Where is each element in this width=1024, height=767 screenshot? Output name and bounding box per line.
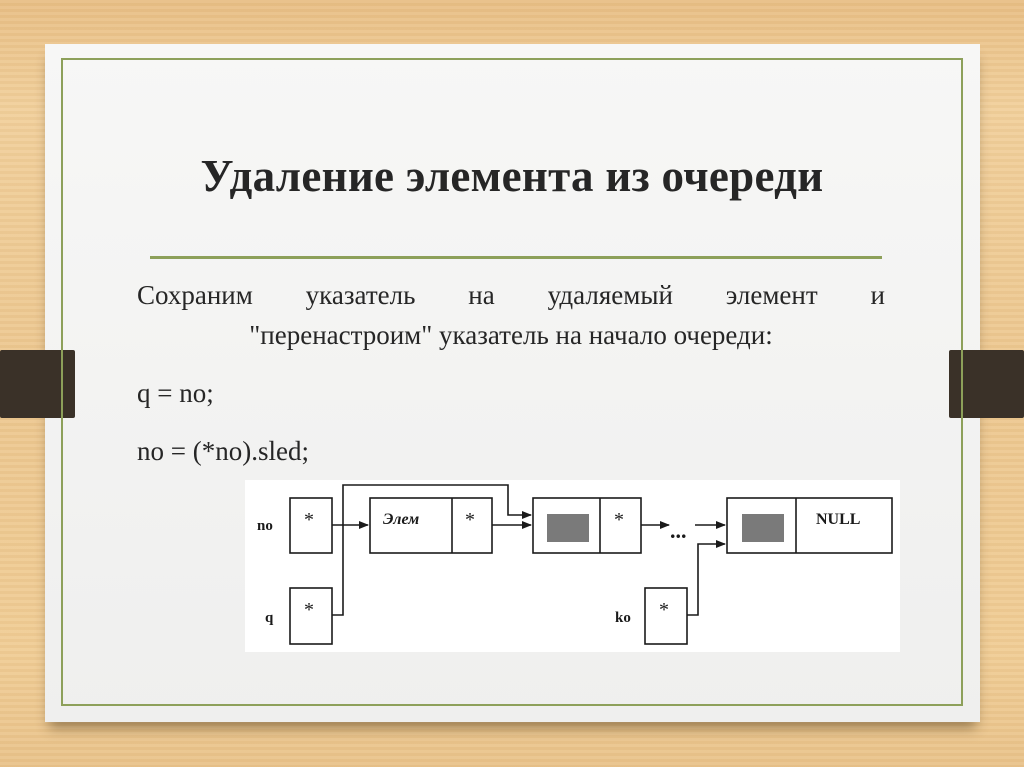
pointer-no-value: * (304, 509, 314, 531)
pointer-box-ko (644, 587, 688, 645)
node-2-next: * (614, 509, 624, 531)
label-no: no (257, 518, 273, 534)
node-last-next: NULL (816, 511, 860, 528)
pointer-box-no (289, 497, 333, 554)
pointer-ko-value: * (659, 599, 669, 621)
node-1 (369, 497, 493, 554)
code-line-2: no = (*no).sled; (137, 436, 309, 466)
node-1-next: * (465, 509, 475, 531)
paragraph-line-1: Сохраним указатель на удаляемый элемент … (137, 280, 885, 310)
slide-title: Удаление элемента из очереди (200, 151, 824, 201)
queue-diagram-svg: no q ko * * * Элем * * NULL ... (257, 484, 893, 645)
ellipsis: ... (670, 518, 687, 543)
paragraph-line-2: "перенастроим" указатель на начало очере… (249, 320, 773, 350)
filled-data-block-last (742, 514, 784, 542)
title-separator (150, 256, 882, 259)
label-ko: ko (615, 610, 631, 626)
pointer-q-value: * (304, 599, 314, 621)
node-1-data: Элем (383, 511, 419, 528)
pointer-box-q (289, 587, 333, 645)
code-line-1: q = no; (137, 378, 214, 408)
label-q: q (265, 610, 274, 626)
filled-data-block-2 (547, 514, 589, 542)
slide-frame (61, 58, 963, 706)
queue-diagram: no q ko * * * Элем * * NULL ... (245, 480, 900, 652)
body-paragraph: Сохраним указатель на удаляемый элемент … (137, 275, 885, 355)
